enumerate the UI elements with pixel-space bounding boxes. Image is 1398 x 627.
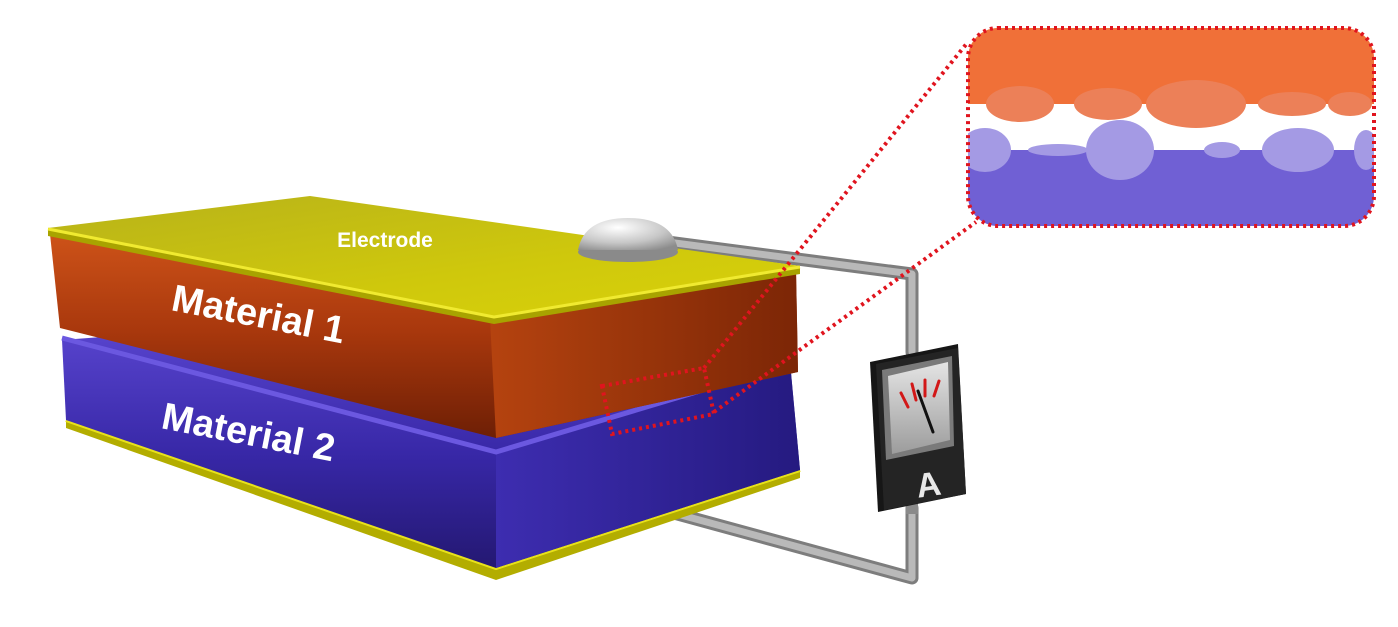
ammeter-label: A [914, 465, 944, 506]
circuit-wires [645, 233, 919, 585]
interface-callout [599, 40, 978, 437]
zoom-inset [966, 26, 1376, 228]
top-electrode [47, 196, 801, 324]
blue-asperities [968, 120, 1374, 180]
dome-contact-icon [578, 218, 678, 262]
orange-asperities [968, 80, 1374, 128]
electrode-label: Electrode [337, 229, 433, 252]
ammeter-icon: A [870, 344, 966, 514]
